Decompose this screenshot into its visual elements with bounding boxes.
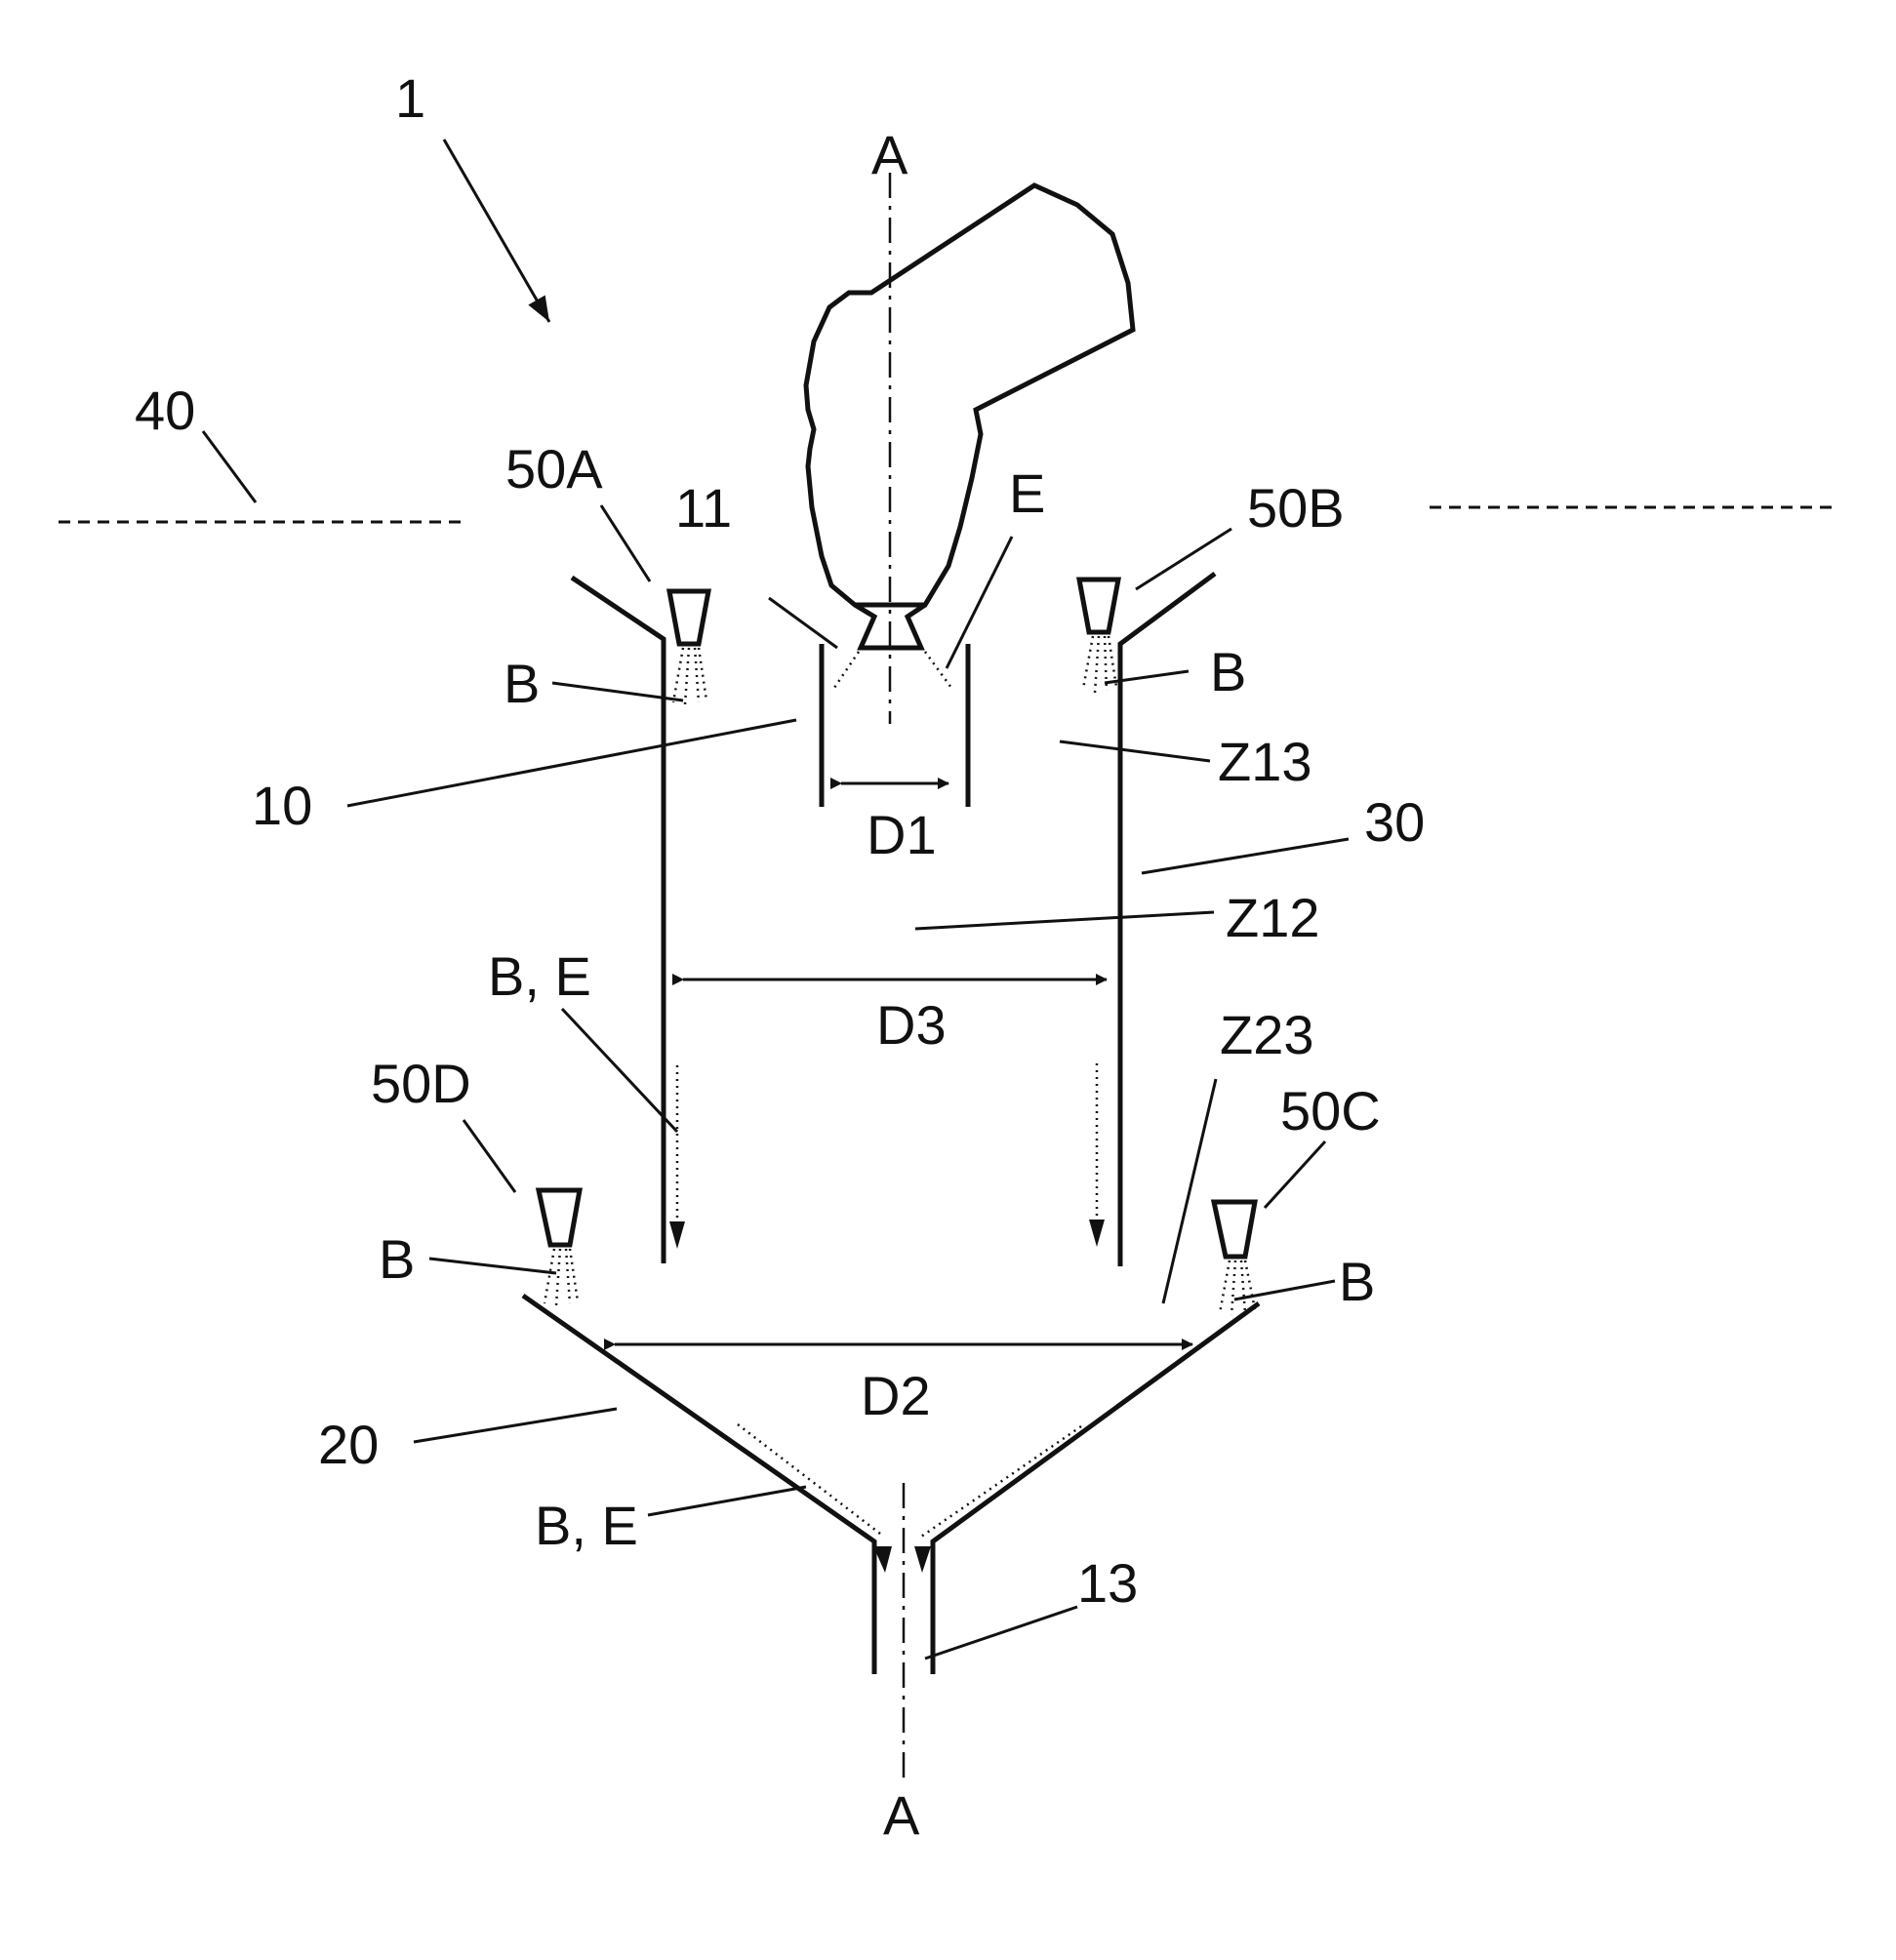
flow-left-head [669,1221,685,1249]
label-b-c: B [1339,1251,1375,1312]
leader-z13 [1060,741,1210,761]
label-nozzle-c: 50C [1280,1080,1381,1141]
leader-ring-11 [769,598,837,648]
label-e-top: E [1009,462,1045,524]
label-z13: Z13 [1218,731,1312,792]
funnel-wall-left [523,1296,874,1674]
label-b-b: B [1210,641,1246,702]
label-axis-top: A [871,124,908,185]
label-axis-bottom: A [883,1784,920,1846]
label-be-left: B, E [488,945,591,1007]
nozzle-50b [1079,580,1118,693]
label-z23: Z23 [1220,1004,1314,1065]
funnel-flow-left [738,1424,880,1534]
flow-right-head [1089,1220,1105,1247]
cylinder-wall-left [572,578,664,1263]
label-part-10: 10 [252,775,312,836]
label-d1: D1 [867,804,937,865]
nozzle-50d [539,1190,580,1305]
leader-be-left [562,1009,677,1132]
label-part-13: 13 [1077,1552,1138,1614]
label-nozzle-d: 50D [371,1053,471,1114]
label-d2: D2 [861,1365,931,1426]
leader-e-top [947,537,1012,668]
leader-20 [414,1409,617,1442]
leader-50b [1136,529,1231,589]
leader-50d [464,1120,515,1192]
label-d3: D3 [876,994,947,1056]
bottle-outline [806,185,1133,605]
device-arrow [444,140,549,322]
nozzle-50a [669,591,708,704]
label-be-bottom: B, E [535,1495,638,1556]
label-z12: Z12 [1226,887,1320,948]
leader-13 [925,1607,1077,1659]
leader-50a [601,505,650,581]
spray-e-left [834,652,859,688]
label-device: 1 [395,67,425,129]
leader-b-c [1234,1281,1335,1300]
leader-be-bottom [648,1487,806,1515]
label-level: 40 [135,380,195,441]
leader-30 [1142,839,1349,873]
leader-z23 [1163,1079,1216,1303]
label-nozzle-a: 50A [505,438,603,500]
spray-e-right [925,652,951,688]
label-b-a: B [504,653,540,714]
funnel-wall-right [933,1303,1259,1674]
leader-b-d [429,1259,556,1273]
funnel-flow-right-head [914,1546,931,1573]
leader-b-b [1105,671,1189,683]
label-ring: 11 [675,477,732,539]
label-part-30: 30 [1364,791,1425,853]
leader-10 [347,720,796,806]
level-leader [203,431,256,502]
label-b-d: B [379,1228,415,1290]
leader-50c [1265,1141,1325,1208]
label-nozzle-b: 50B [1247,477,1345,539]
funnel-flow-right [921,1426,1081,1537]
label-part-20: 20 [318,1414,379,1475]
leader-z12 [915,912,1214,929]
